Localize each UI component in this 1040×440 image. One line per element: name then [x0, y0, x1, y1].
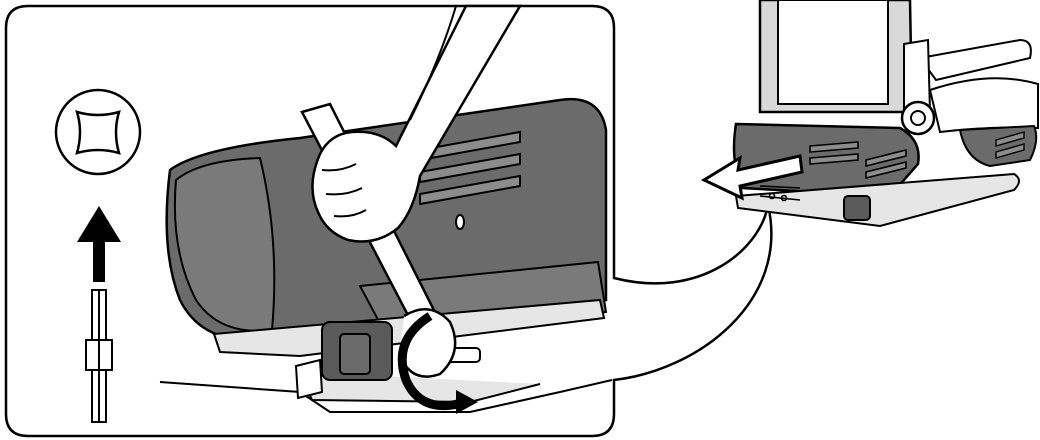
seat-overview: [704, 0, 1038, 226]
square-profile-shape: [77, 112, 119, 153]
latch-block: [322, 322, 392, 380]
armrest: [920, 40, 1031, 80]
